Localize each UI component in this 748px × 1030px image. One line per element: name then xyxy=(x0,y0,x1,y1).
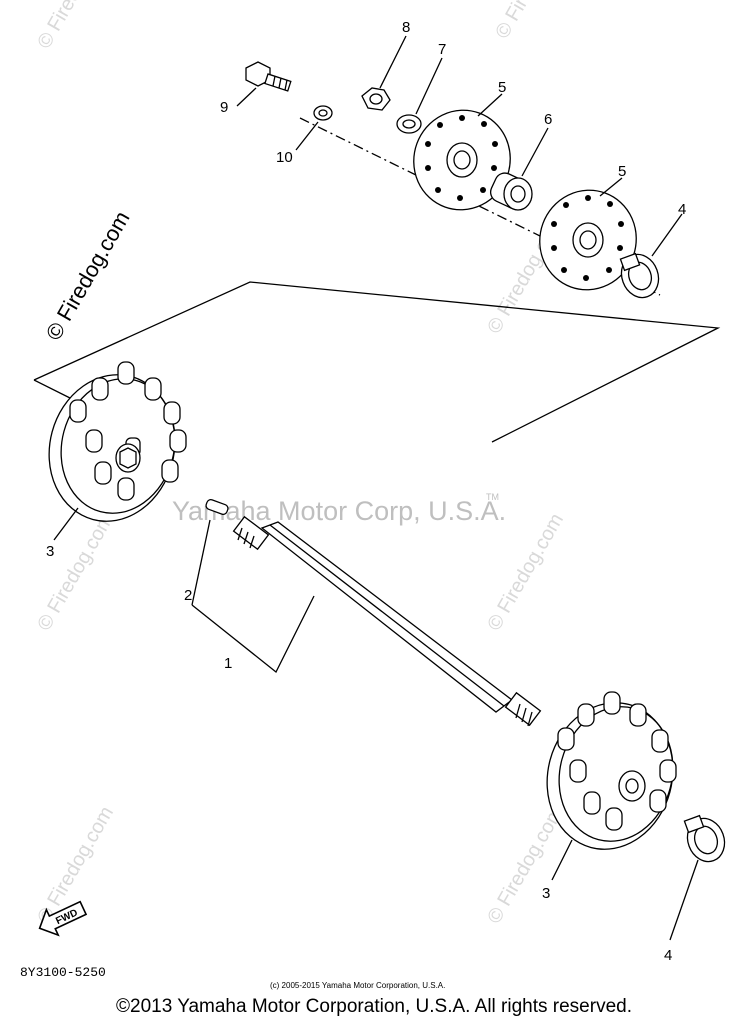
clamp-icon xyxy=(683,814,726,863)
callout-5: 5 xyxy=(618,163,626,180)
leader-9 xyxy=(236,87,257,107)
trademark-mark: TM xyxy=(486,492,499,502)
leader-3b xyxy=(551,839,573,881)
leader-5a xyxy=(477,93,503,117)
callout-6: 6 xyxy=(544,111,552,128)
small-copyright: (c) 2005-2015 Yamaha Motor Corporation, … xyxy=(270,981,445,990)
washer-icon xyxy=(313,105,333,121)
sprocket-right-icon xyxy=(546,691,677,850)
faint-watermark: © Firedog.com xyxy=(483,803,568,928)
assembly-bracket xyxy=(33,281,721,443)
callout-7: 7 xyxy=(438,41,446,58)
leader-5b xyxy=(599,177,623,197)
leader-4a xyxy=(651,213,683,257)
part-number: 8Y3100-5250 xyxy=(20,965,106,980)
leader-4b xyxy=(669,859,699,941)
leader-7 xyxy=(415,57,443,115)
shaft-bracket xyxy=(191,595,315,674)
footer-copyright: ©2013 Yamaha Motor Corporation, U.S.A. A… xyxy=(116,996,632,1017)
sprocket-left-icon xyxy=(48,361,187,522)
leader-3a xyxy=(53,507,79,541)
leader-8 xyxy=(379,35,407,89)
lock-washer-icon xyxy=(396,114,422,134)
leader-6 xyxy=(521,127,549,177)
callout-4: 4 xyxy=(678,201,686,218)
faint-watermark: © Firedog.com xyxy=(491,0,576,43)
callout-5: 5 xyxy=(498,79,506,96)
callout-1: 1 xyxy=(224,655,232,672)
callout-9: 9 xyxy=(220,99,228,116)
pin-icon xyxy=(205,499,229,515)
callout-3: 3 xyxy=(542,885,550,902)
callout-10: 10 xyxy=(276,149,293,166)
callout-2: 2 xyxy=(184,587,192,604)
leader-2 xyxy=(191,519,211,606)
clamp-icon xyxy=(619,252,660,299)
assembly-bracket-end xyxy=(33,379,71,399)
leader-10 xyxy=(295,121,319,151)
callout-8: 8 xyxy=(402,19,410,36)
faint-watermark: © Firedog.com xyxy=(483,510,568,635)
upper-assembly xyxy=(33,35,721,443)
faint-watermark: © Firedog.com xyxy=(33,0,118,53)
faint-watermark: © Firedog.com xyxy=(33,510,118,635)
drive-shaft-icon xyxy=(232,515,542,727)
side-watermark: © Firedog.com xyxy=(41,207,135,345)
flange-plate-icon xyxy=(539,189,637,291)
callout-4: 4 xyxy=(664,947,672,964)
callout-3: 3 xyxy=(46,543,54,560)
nut-icon xyxy=(361,87,391,111)
bearing-icon xyxy=(489,172,533,211)
flange-plate-icon xyxy=(413,109,511,211)
bolt-icon xyxy=(245,61,292,92)
